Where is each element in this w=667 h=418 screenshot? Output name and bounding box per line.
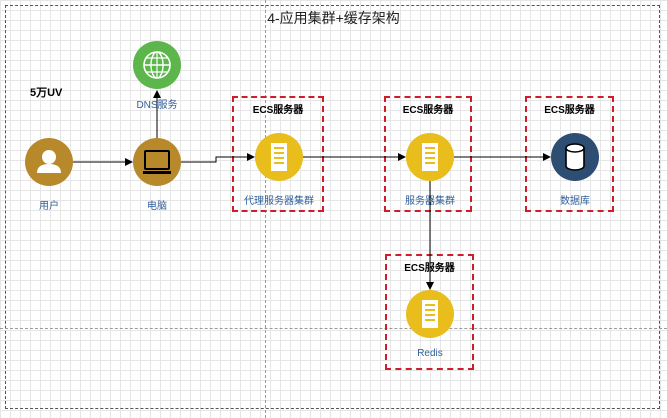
ecs-box-db[interactable]: ECS服务器 (525, 96, 614, 212)
server-icon (422, 143, 438, 171)
ecs-box-app[interactable]: ECS服务器 (384, 96, 472, 212)
computer-label: 电脑 (147, 201, 167, 212)
database-label: 数据库 (560, 196, 590, 207)
monitor-icon (143, 150, 171, 174)
app-server-node[interactable] (406, 133, 454, 181)
app-server-label: 服务器集群 (405, 196, 455, 207)
dns-label: DNS服务 (136, 100, 178, 111)
computer-node[interactable] (133, 138, 181, 186)
server-icon (422, 300, 438, 328)
redis-label: Redis (417, 348, 443, 359)
diagram-title: 4-应用集群+缓存架构 (267, 10, 400, 26)
database-icon (565, 143, 585, 171)
ecs-box-title: ECS服务器 (544, 105, 595, 116)
user-node[interactable] (25, 138, 73, 186)
diagram-frame (5, 5, 660, 409)
user-label: 用户 (39, 201, 59, 212)
ecs-box-title: ECS服务器 (402, 105, 454, 116)
user-icon (37, 150, 61, 173)
redis-node[interactable] (406, 290, 454, 338)
server-icon (271, 143, 287, 171)
database-node[interactable] (551, 133, 599, 181)
page-break-horizontal (0, 328, 667, 329)
edge-computer-proxy (181, 153, 255, 163)
proxy-server-label: 代理服务器集群 (244, 196, 314, 207)
page-break-vertical (265, 0, 266, 418)
ecs-box-proxy[interactable]: ECS服务器 (232, 96, 324, 212)
proxy-server-node[interactable] (255, 133, 303, 181)
ecs-box-title: ECS服务器 (252, 105, 304, 116)
globe-icon (143, 51, 171, 79)
uv-note: 5万UV (30, 87, 63, 99)
dns-node[interactable] (133, 41, 181, 89)
